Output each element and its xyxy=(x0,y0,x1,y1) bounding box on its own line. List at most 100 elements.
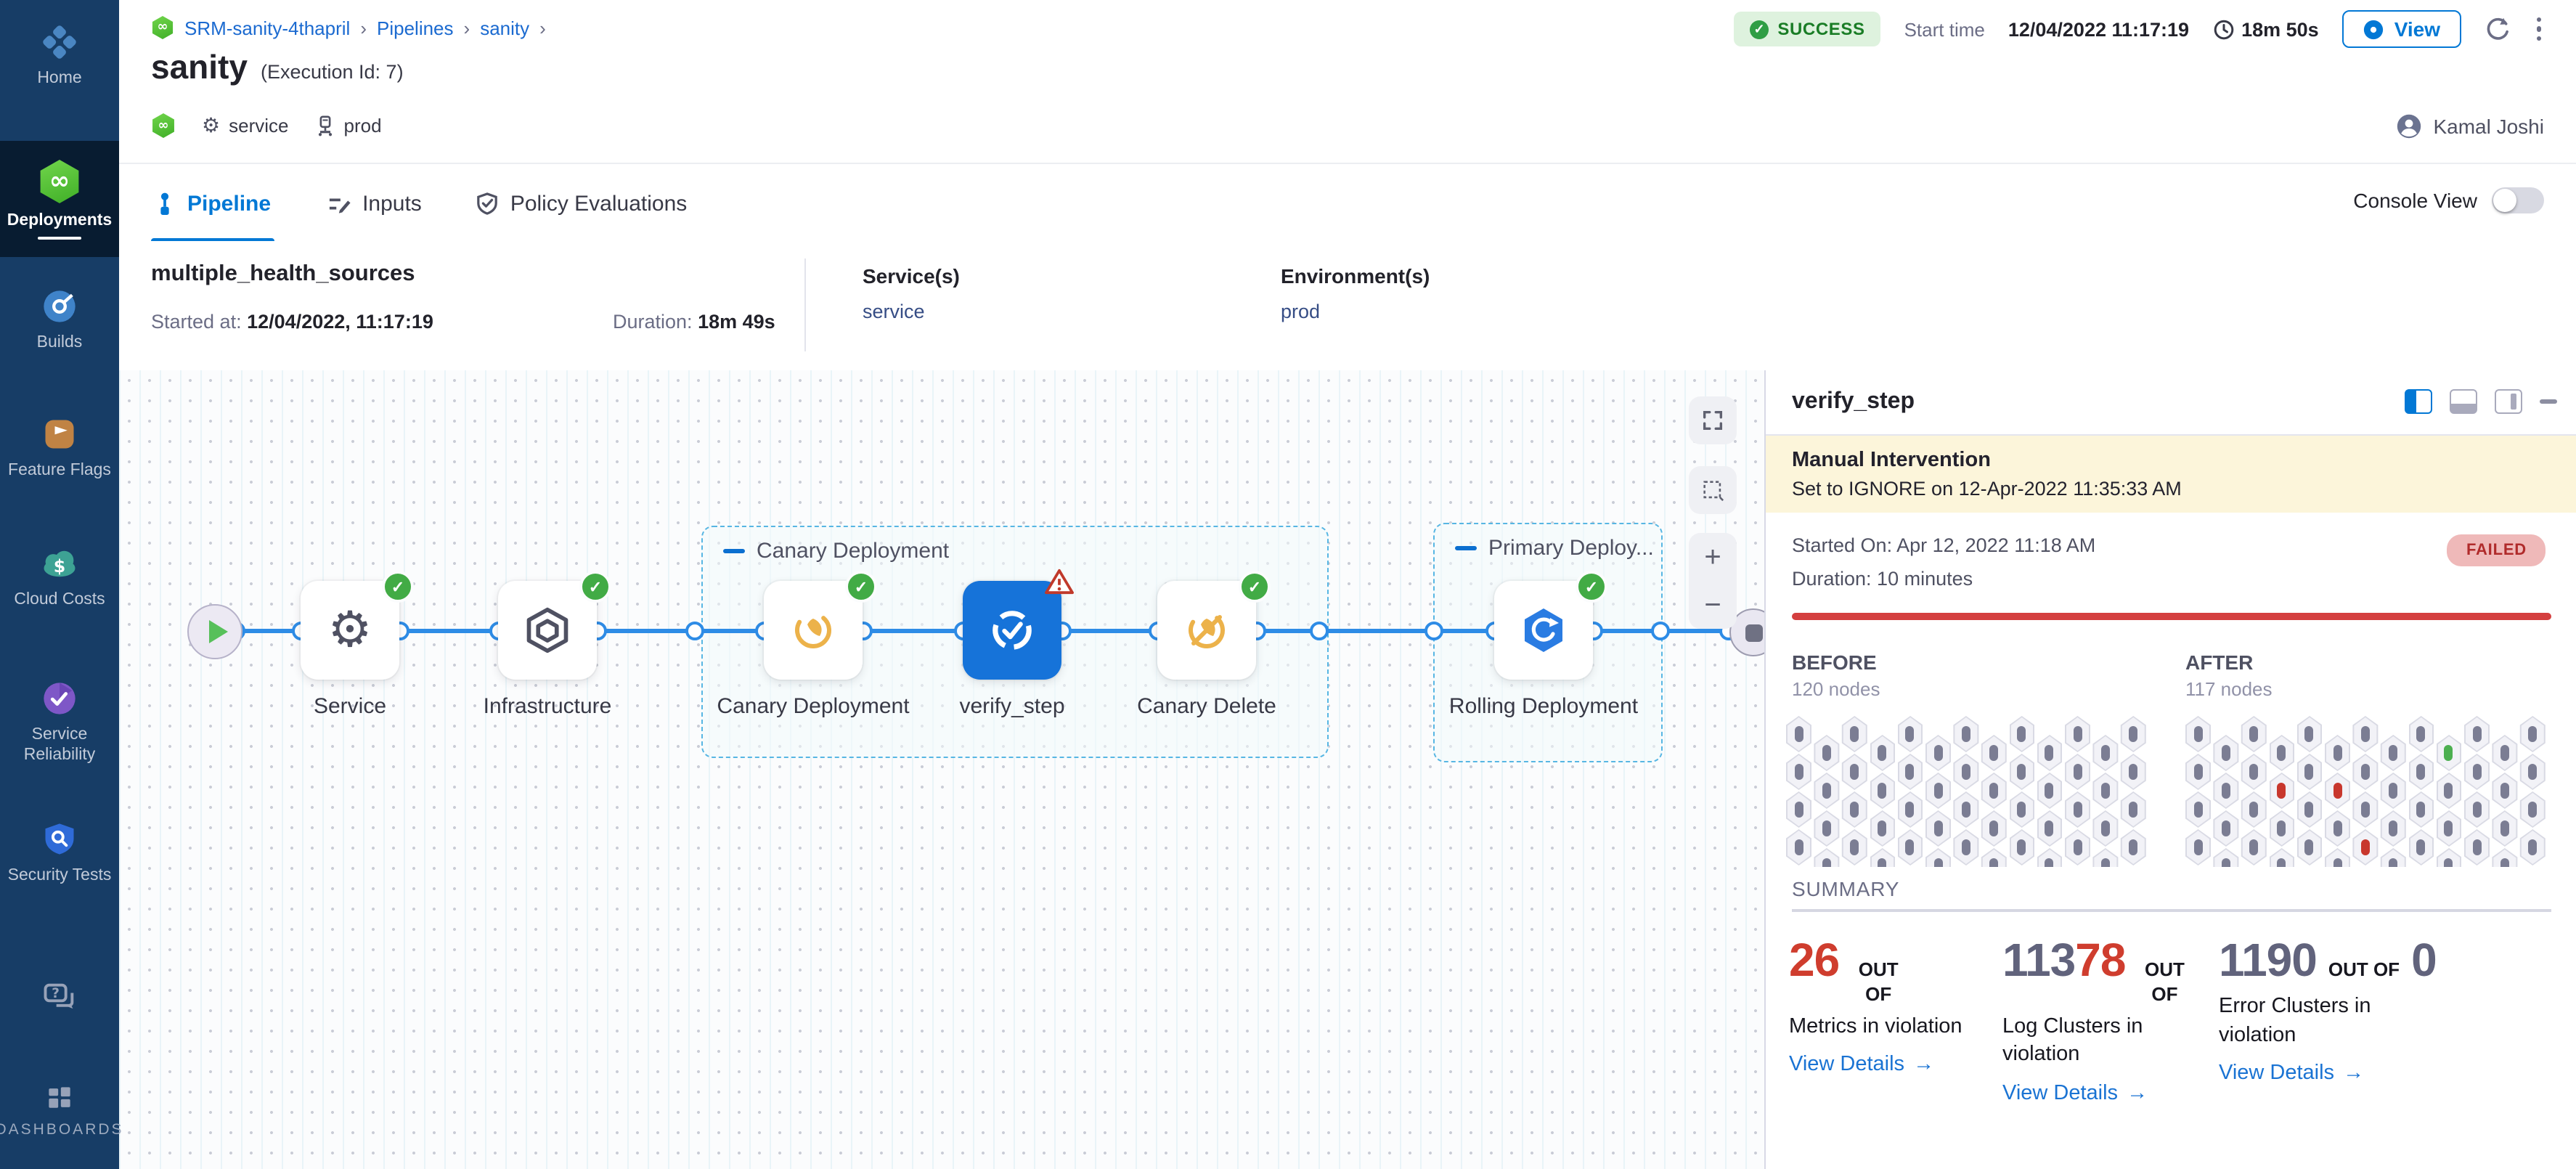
layout-right-bar-icon[interactable] xyxy=(2495,389,2522,414)
minimize-panel-icon[interactable] xyxy=(2540,399,2557,404)
marquee-select-button[interactable] xyxy=(1689,466,1737,514)
node-hexagon[interactable] xyxy=(2213,810,2239,847)
node-hexagon[interactable] xyxy=(1925,848,1951,867)
node-hexagon[interactable] xyxy=(2408,754,2434,790)
view-details-link[interactable]: View Details→ xyxy=(2219,1062,2365,1086)
node-hexagon[interactable] xyxy=(1786,754,1811,790)
node-hexagon[interactable] xyxy=(2213,735,2239,771)
sidebar-help-chat[interactable]: ? xyxy=(0,980,119,1015)
node-hexagon[interactable] xyxy=(2269,773,2295,809)
breadcrumb-project-link[interactable]: SRM-sanity-4thapril xyxy=(184,17,351,38)
environments-value[interactable]: prod xyxy=(1281,301,1321,322)
node-hexagon[interactable] xyxy=(1870,810,1896,847)
node-hexagon[interactable] xyxy=(2296,791,2323,828)
console-view-toggle[interactable] xyxy=(2492,187,2544,213)
node-hexagon[interactable] xyxy=(2065,791,2090,828)
sidebar-item-security-tests[interactable]: Security Tests xyxy=(0,820,119,887)
node-hexagon[interactable] xyxy=(2092,810,2119,847)
node-hexagon[interactable] xyxy=(2009,829,2035,865)
collapse-group-icon[interactable] xyxy=(1455,546,1477,550)
sidebar-item-dashboards[interactable]: DASHBOARDS xyxy=(0,1082,122,1139)
node-hexagon[interactable] xyxy=(2492,773,2518,809)
node-hexagon[interactable] xyxy=(2241,829,2267,865)
node-hexagon[interactable] xyxy=(2213,773,2239,809)
node-hexagon[interactable] xyxy=(2325,848,2350,867)
sidebar-item-feature-flags[interactable]: Feature Flags xyxy=(0,415,119,481)
node-hexagon[interactable] xyxy=(2436,735,2462,771)
node-canary-deployment[interactable] xyxy=(764,581,863,680)
user-chip[interactable]: Kamal Joshi xyxy=(2395,113,2544,139)
node-hexagon[interactable] xyxy=(1814,773,1840,809)
node-hexagon[interactable] xyxy=(2120,716,2146,752)
node-hexagon[interactable] xyxy=(1953,754,1979,790)
node-hexagon[interactable] xyxy=(2436,773,2462,809)
node-hexagon[interactable] xyxy=(2519,754,2546,790)
node-hexagon[interactable] xyxy=(2436,810,2462,847)
node-hexagon[interactable] xyxy=(2492,810,2518,847)
node-hexagon[interactable] xyxy=(1981,773,2007,809)
node-hexagon[interactable] xyxy=(2241,754,2267,790)
tab-inputs[interactable]: Inputs xyxy=(323,164,425,243)
node-hexagon[interactable] xyxy=(2065,829,2090,865)
node-hexagon[interactable] xyxy=(2519,829,2546,865)
sidebar-item-home[interactable]: Home xyxy=(0,23,119,89)
node-hexagon[interactable] xyxy=(1953,716,1979,752)
node-hexagon[interactable] xyxy=(2519,791,2546,828)
node-hexagon[interactable] xyxy=(1870,735,1896,771)
node-hexagon[interactable] xyxy=(2464,716,2490,752)
pipeline-canvas[interactable]: Canary Deployment Primary Deploy... ⚙ ✓ … xyxy=(119,370,1764,1169)
node-hexagon[interactable] xyxy=(2325,773,2350,809)
node-hexagon[interactable] xyxy=(1953,829,1979,865)
node-hexagon[interactable] xyxy=(1981,848,2007,867)
node-hexagon[interactable] xyxy=(1814,735,1840,771)
layout-bottom-drawer-icon[interactable] xyxy=(2450,389,2477,414)
more-options-icon[interactable] xyxy=(2533,15,2544,44)
node-hexagon[interactable] xyxy=(1897,754,1923,790)
node-hexagon[interactable] xyxy=(2352,829,2379,865)
node-hexagon[interactable] xyxy=(2009,716,2035,752)
view-button[interactable]: View xyxy=(2341,10,2461,48)
node-hexagon[interactable] xyxy=(1897,829,1923,865)
node-hexagon[interactable] xyxy=(2325,810,2350,847)
node-hexagon[interactable] xyxy=(2492,848,2518,867)
node-hexagon[interactable] xyxy=(2380,735,2406,771)
node-hexagon[interactable] xyxy=(1981,735,2007,771)
node-hexagon[interactable] xyxy=(2296,754,2323,790)
node-hexagon[interactable] xyxy=(1786,791,1811,828)
node-hexagon[interactable] xyxy=(2464,754,2490,790)
node-rolling-deployment[interactable] xyxy=(1494,581,1593,680)
node-service[interactable]: ⚙ xyxy=(301,581,399,680)
sidebar-item-service-reliability[interactable]: Service Reliability xyxy=(0,680,119,767)
node-hexagon[interactable] xyxy=(2241,716,2267,752)
node-infrastructure[interactable] xyxy=(498,581,597,680)
node-hexagon[interactable] xyxy=(1925,773,1951,809)
breadcrumb-pipelines-link[interactable]: Pipelines xyxy=(377,17,454,38)
tab-policy-evaluations[interactable]: Policy Evaluations xyxy=(474,164,690,243)
node-hexagon[interactable] xyxy=(2120,754,2146,790)
node-hexagon[interactable] xyxy=(2120,791,2146,828)
node-hexagon[interactable] xyxy=(1897,716,1923,752)
node-hexagon[interactable] xyxy=(1814,848,1840,867)
sidebar-item-deployments[interactable]: ∞ Deployments xyxy=(0,160,119,240)
node-hexagon[interactable] xyxy=(1981,810,2007,847)
node-hexagon[interactable] xyxy=(2241,791,2267,828)
node-hexagon[interactable] xyxy=(2037,735,2063,771)
node-verify-step[interactable] xyxy=(963,581,1061,680)
breadcrumb-pipeline-link[interactable]: sanity xyxy=(480,17,530,38)
node-hexagon[interactable] xyxy=(2296,716,2323,752)
node-hexagon[interactable] xyxy=(1870,773,1896,809)
node-hexagon[interactable] xyxy=(1870,848,1896,867)
node-hexagon[interactable] xyxy=(2492,735,2518,771)
node-hexagon[interactable] xyxy=(2352,754,2379,790)
node-hexagon[interactable] xyxy=(2519,716,2546,752)
sidebar-item-builds[interactable]: Builds xyxy=(0,288,119,354)
node-hexagon[interactable] xyxy=(2352,791,2379,828)
fit-to-screen-button[interactable] xyxy=(1689,396,1737,444)
node-hexagon[interactable] xyxy=(2380,773,2406,809)
node-hexagon[interactable] xyxy=(2185,716,2211,752)
node-hexagon[interactable] xyxy=(1786,829,1811,865)
node-hexagon[interactable] xyxy=(2269,735,2295,771)
node-hexagon[interactable] xyxy=(1841,791,1867,828)
after-node-hexgrid[interactable] xyxy=(2185,716,2551,867)
node-hexagon[interactable] xyxy=(2185,829,2211,865)
